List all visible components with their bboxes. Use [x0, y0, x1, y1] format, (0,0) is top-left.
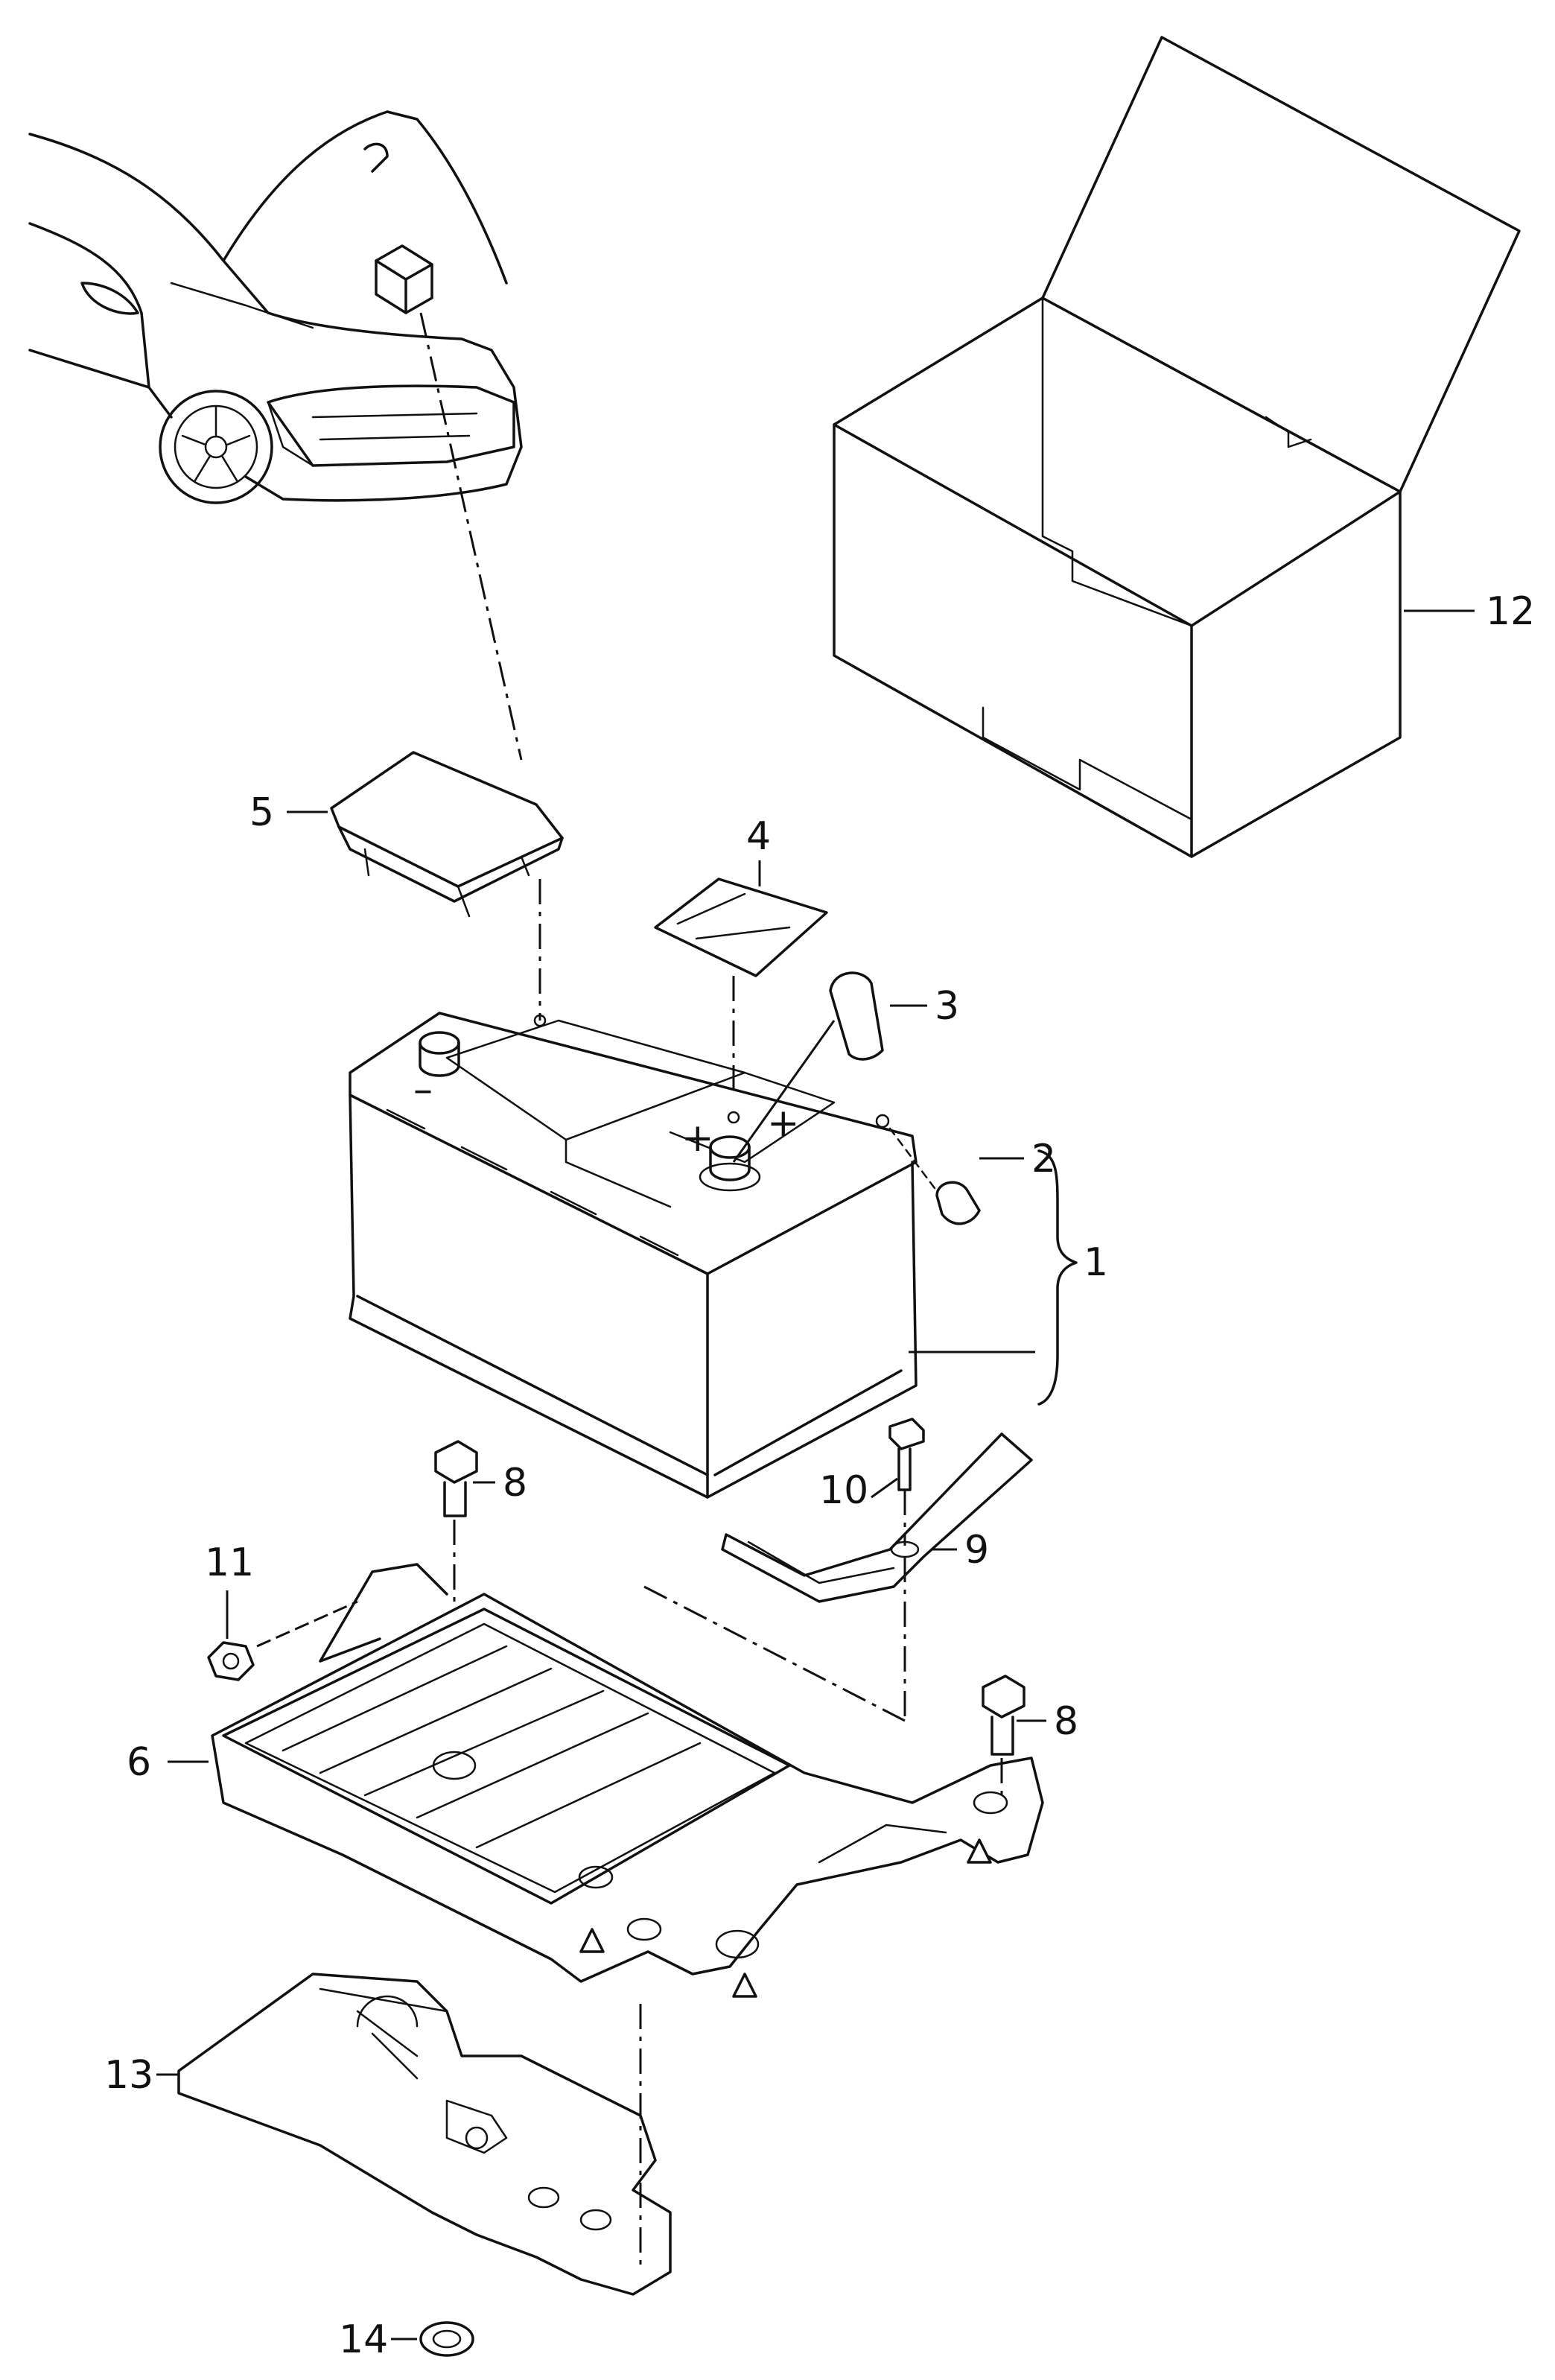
- callout-12: 12: [1486, 589, 1535, 634]
- insulation-cover-part-13: [177, 1973, 672, 2296]
- callout-14: 14: [339, 2317, 388, 2362]
- hold-down-clamp-part-9: [721, 1432, 1033, 1603]
- retaining-clip-part-14: [419, 2321, 474, 2357]
- carton-box-part-12: [833, 36, 1521, 858]
- callout-6: 6: [127, 1740, 151, 1785]
- leader-10: [871, 1477, 898, 1499]
- callout-5: 5: [249, 790, 274, 835]
- battery-part-1: [349, 1012, 918, 1499]
- vent-plug-part-2: [935, 1181, 981, 1225]
- callout-11: 11: [205, 1540, 254, 1585]
- assembly-line-nut: [256, 1600, 358, 1648]
- callout-4: 4: [746, 814, 771, 859]
- callout-1: 1: [1084, 1240, 1108, 1285]
- callout-9: 9: [964, 1528, 989, 1573]
- vehicle-illustration: [28, 110, 523, 504]
- brace-group-1: [1037, 1149, 1078, 1406]
- terminal-cap-part-3: [829, 971, 884, 1061]
- callout-10: 10: [819, 1468, 868, 1513]
- leader-cap-terminal: [732, 1020, 836, 1163]
- callout-8-upper: 8: [503, 1461, 527, 1505]
- callout-8-lower: 8: [1054, 1699, 1078, 1744]
- battery-tray-part-6: [211, 1563, 1044, 1998]
- callout-2: 2: [1031, 1137, 1056, 1181]
- nut-part-11: [207, 1641, 255, 1681]
- battery-cover-part-5: [330, 751, 564, 918]
- bolt-part-8-upper: [434, 1440, 478, 1517]
- callout-13: 13: [104, 2053, 153, 2098]
- bolt-part-8-lower: [982, 1675, 1025, 1756]
- assembly-line-clamp-tray: [643, 1557, 906, 1722]
- label-sticker-part-4: [654, 878, 828, 977]
- terminal-negative-mark: –: [413, 1067, 433, 1112]
- terminal-positive-mark: +: [681, 1116, 714, 1161]
- callout-3: 3: [935, 984, 959, 1029]
- assembly-line-car-cover: [419, 312, 523, 761]
